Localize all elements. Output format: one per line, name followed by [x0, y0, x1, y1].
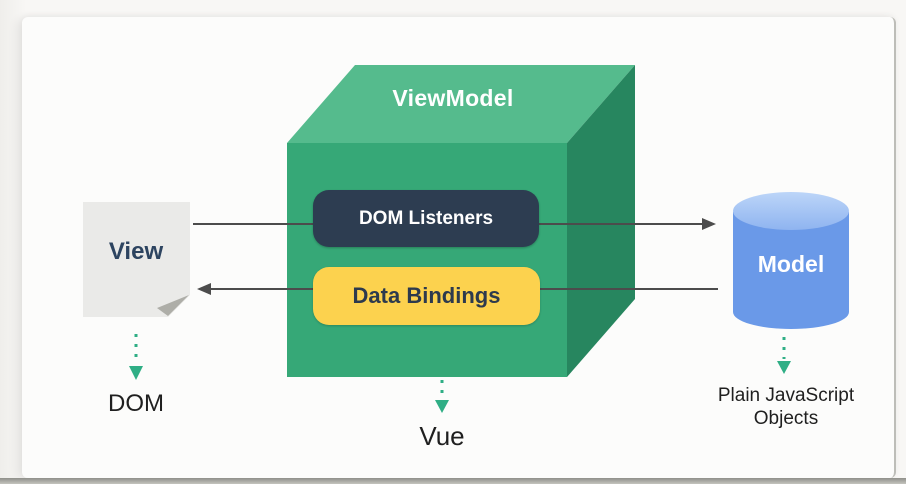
view-title: View — [108, 238, 164, 265]
dotted-arrow-viewmodel-to-vue — [435, 380, 449, 413]
paper-fold-corner — [157, 295, 189, 316]
dom-caption: DOM — [108, 390, 164, 417]
plain-javascript-objects-caption: Plain JavaScript Objects — [703, 384, 869, 430]
data-bindings-label: Data Bindings — [352, 283, 501, 308]
dotted-arrowhead — [129, 366, 143, 380]
cube-right-face — [567, 65, 635, 377]
dom-listeners-label: DOM Listeners — [358, 207, 494, 229]
cylinder-body — [733, 212, 849, 329]
view-document-icon — [83, 202, 190, 317]
dom-listeners-box: DOM Listeners — [313, 190, 539, 247]
vue-caption: Vue — [419, 421, 465, 451]
cube-top-face — [287, 65, 635, 143]
model-title: Model — [757, 251, 825, 277]
bottom-edge-bar — [0, 478, 906, 484]
viewmodel-title: ViewModel — [392, 85, 514, 111]
dotted-arrowhead — [777, 361, 791, 374]
arrowhead-left — [197, 283, 211, 295]
dotted-arrow-view-to-dom — [129, 334, 143, 380]
paper-shape — [83, 202, 190, 317]
pjo-caption-line1: Plain JavaScript — [717, 385, 855, 406]
model-database-cylinder — [733, 192, 849, 329]
arrowhead-right — [702, 218, 716, 230]
viewmodel-cube — [287, 65, 635, 377]
cylinder-top — [733, 192, 849, 230]
cube-front-face — [287, 143, 567, 377]
pjo-caption-line2: Objects — [753, 408, 819, 429]
data-bindings-box: Data Bindings — [313, 267, 540, 325]
dotted-arrow-model-to-objects — [777, 337, 791, 374]
dotted-arrowhead — [435, 400, 449, 413]
